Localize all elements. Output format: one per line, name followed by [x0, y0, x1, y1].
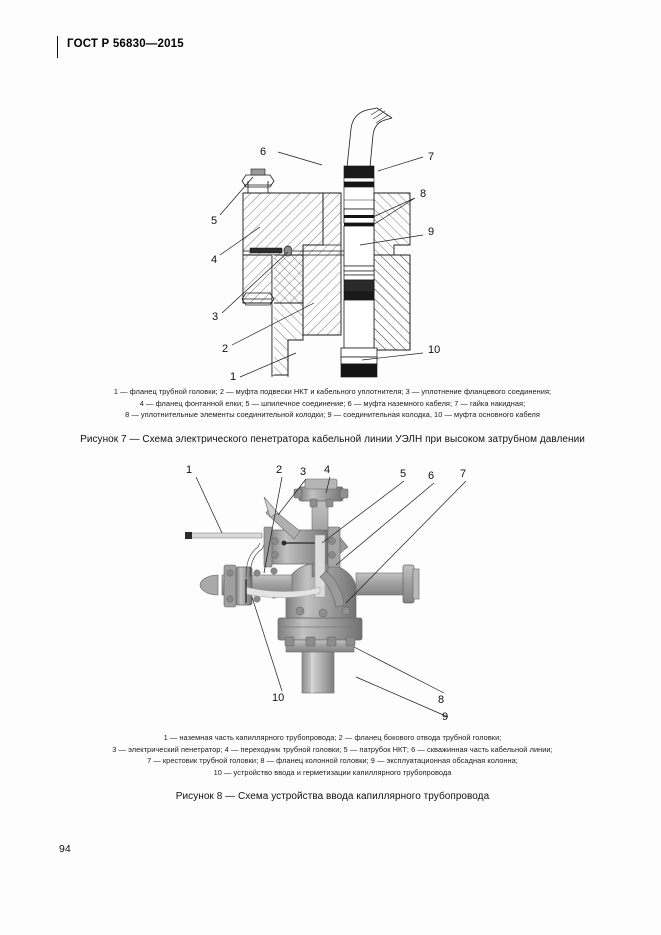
- connection-block-9: [343, 208, 375, 349]
- figure-8-drawing: 1 2 3 4 5 6 7 8 9 10: [160, 455, 490, 720]
- page-number: 94: [59, 843, 71, 855]
- production-casing-9: [301, 650, 335, 694]
- callout-2: 2: [222, 343, 228, 355]
- document-standard-code: ГОСТ Р 56830—2015: [67, 38, 184, 50]
- figure-8-legend-line-3: 7 — крестовик трубной головки; 8 — флане…: [147, 756, 518, 766]
- side-outlet-branch-2: [199, 564, 321, 608]
- callout-1: 1: [186, 464, 192, 476]
- callout-7: 7: [460, 468, 466, 480]
- union-nut-7: [343, 165, 375, 210]
- callout-2: 2: [276, 464, 282, 476]
- callout-8: 8: [438, 694, 444, 706]
- casing-head-flange-8: [277, 617, 363, 653]
- header-left-rule: [57, 36, 58, 58]
- callout-5: 5: [400, 468, 406, 480]
- stud-bolt-connection-5: [241, 168, 275, 306]
- callout-7: 7: [428, 151, 434, 163]
- surface-capillary-tube-1: [185, 532, 265, 578]
- callout-10: 10: [428, 344, 440, 356]
- figure-7-callout-leaders: 6 7 8 9 5 4 3 2 1 10: [211, 146, 440, 380]
- callout-6: 6: [260, 146, 266, 158]
- callout-6: 6: [428, 470, 434, 482]
- electric-penetrator-3: [263, 496, 341, 568]
- callout-5: 5: [211, 215, 217, 227]
- callout-4: 4: [324, 464, 330, 476]
- surface-cable-sleeve: [346, 107, 393, 168]
- callout-1: 1: [230, 371, 236, 380]
- callout-3: 3: [300, 466, 306, 478]
- figure-8-legend-line-2: 3 — электрический пенетратор; 4 — перехо…: [112, 744, 553, 754]
- figure-8-legend-line-1: 1 — наземная часть капиллярного трубопро…: [163, 733, 502, 742]
- right-side-outlet: [355, 564, 420, 604]
- figure-7-legend-line-1: 1 — фланец трубной головки; 2 — муфта по…: [113, 387, 552, 396]
- tubing-head-flange-1: [243, 254, 304, 377]
- main-cable-coupling-10: [340, 347, 378, 378]
- penetrator-body-right: [365, 192, 411, 351]
- figure-8-legend: 1 — наземная часть капиллярного трубопро…: [30, 732, 635, 779]
- callout-4: 4: [211, 254, 217, 266]
- callout-9: 9: [428, 226, 434, 238]
- tubing-nipple-5: [314, 534, 326, 598]
- downhole-cable-line-6: [319, 570, 345, 608]
- callout-10: 10: [272, 692, 284, 704]
- figure-8-legend-line-4: 10 — устройство ввода и герметизации кап…: [213, 768, 452, 778]
- figure-7-title: Рисунок 7 — Схема электрического пенетра…: [80, 434, 585, 445]
- figure-7-legend: 1 — фланец трубной головки; 2 — муфта по…: [45, 386, 620, 421]
- callout-8: 8: [420, 188, 426, 200]
- figure-8-callout-leaders: 1 2 3 4 5 6 7 8 9 10: [186, 464, 467, 720]
- figure-7-legend-line-3: 8 — уплотнительные элементы соединительн…: [125, 410, 540, 420]
- callout-3: 3: [212, 311, 218, 323]
- callout-9: 9: [442, 711, 448, 720]
- figure-8-title: Рисунок 8 — Схема устройства ввода капил…: [175, 791, 490, 802]
- figure-7-legend-line-2: 4 — фланец фонтанной елки; 5 — шпилечное…: [139, 398, 526, 408]
- figure-7-drawing: 6 7 8 9 5 4 3 2 1 10: [210, 105, 480, 380]
